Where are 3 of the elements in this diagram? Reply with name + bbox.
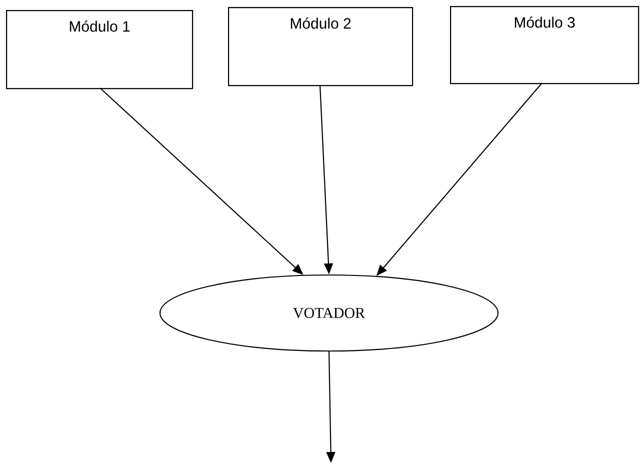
module-box: Módulo 3 bbox=[450, 6, 640, 84]
module-box: Módulo 1 bbox=[6, 10, 194, 90]
module-box: Módulo 2 bbox=[228, 7, 414, 86]
